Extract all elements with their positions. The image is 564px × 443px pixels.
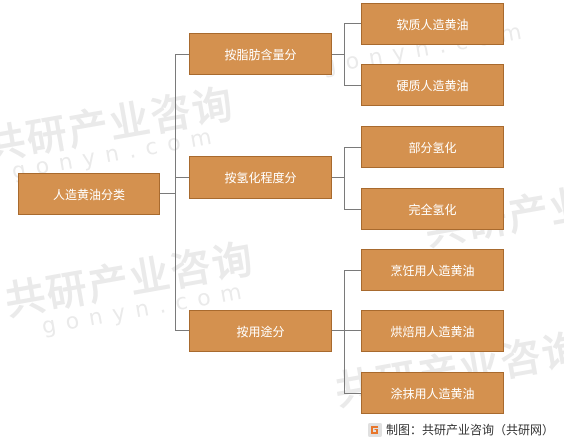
leaf-node: 涂抹用人造黄油 [361,372,504,414]
leaf-node: 烹饪用人造黄油 [361,249,504,291]
footer-label: 制图：共研产业咨询（共研网） [385,423,554,437]
connector-line [175,330,189,331]
connector-line [175,54,176,331]
connector-line [331,177,344,178]
connector-line [331,54,344,55]
category-node-fat-content: 按脂肪含量分 [189,33,332,75]
leaf-node: 烘焙用人造黄油 [361,310,504,352]
leaf-node: 部分氢化 [361,126,504,168]
leaf-node: 完全氢化 [361,188,504,230]
connector-line [344,147,345,209]
connector-line [344,330,361,331]
connector-line [344,270,345,393]
connector-line [344,270,361,271]
leaf-node: 硬质人造黄油 [361,64,504,106]
connector-line [344,85,361,86]
connector-line [344,393,361,394]
leaf-node: 软质人造黄油 [361,3,504,45]
category-node-usage: 按用途分 [189,310,332,352]
category-node-hydrogenation: 按氢化程度分 [189,156,332,199]
footer-credit: 制图：共研产业咨询（共研网） [367,421,554,438]
connector-line [331,330,344,331]
connector-line [344,147,361,148]
connector-line [175,177,189,178]
connector-line [344,23,345,85]
connector-line [175,54,189,55]
root-node: 人造黄油分类 [18,173,160,215]
gonyn-logo-icon [367,422,382,437]
connector-line [159,193,176,194]
connector-line [344,23,361,24]
connector-line [344,209,361,210]
